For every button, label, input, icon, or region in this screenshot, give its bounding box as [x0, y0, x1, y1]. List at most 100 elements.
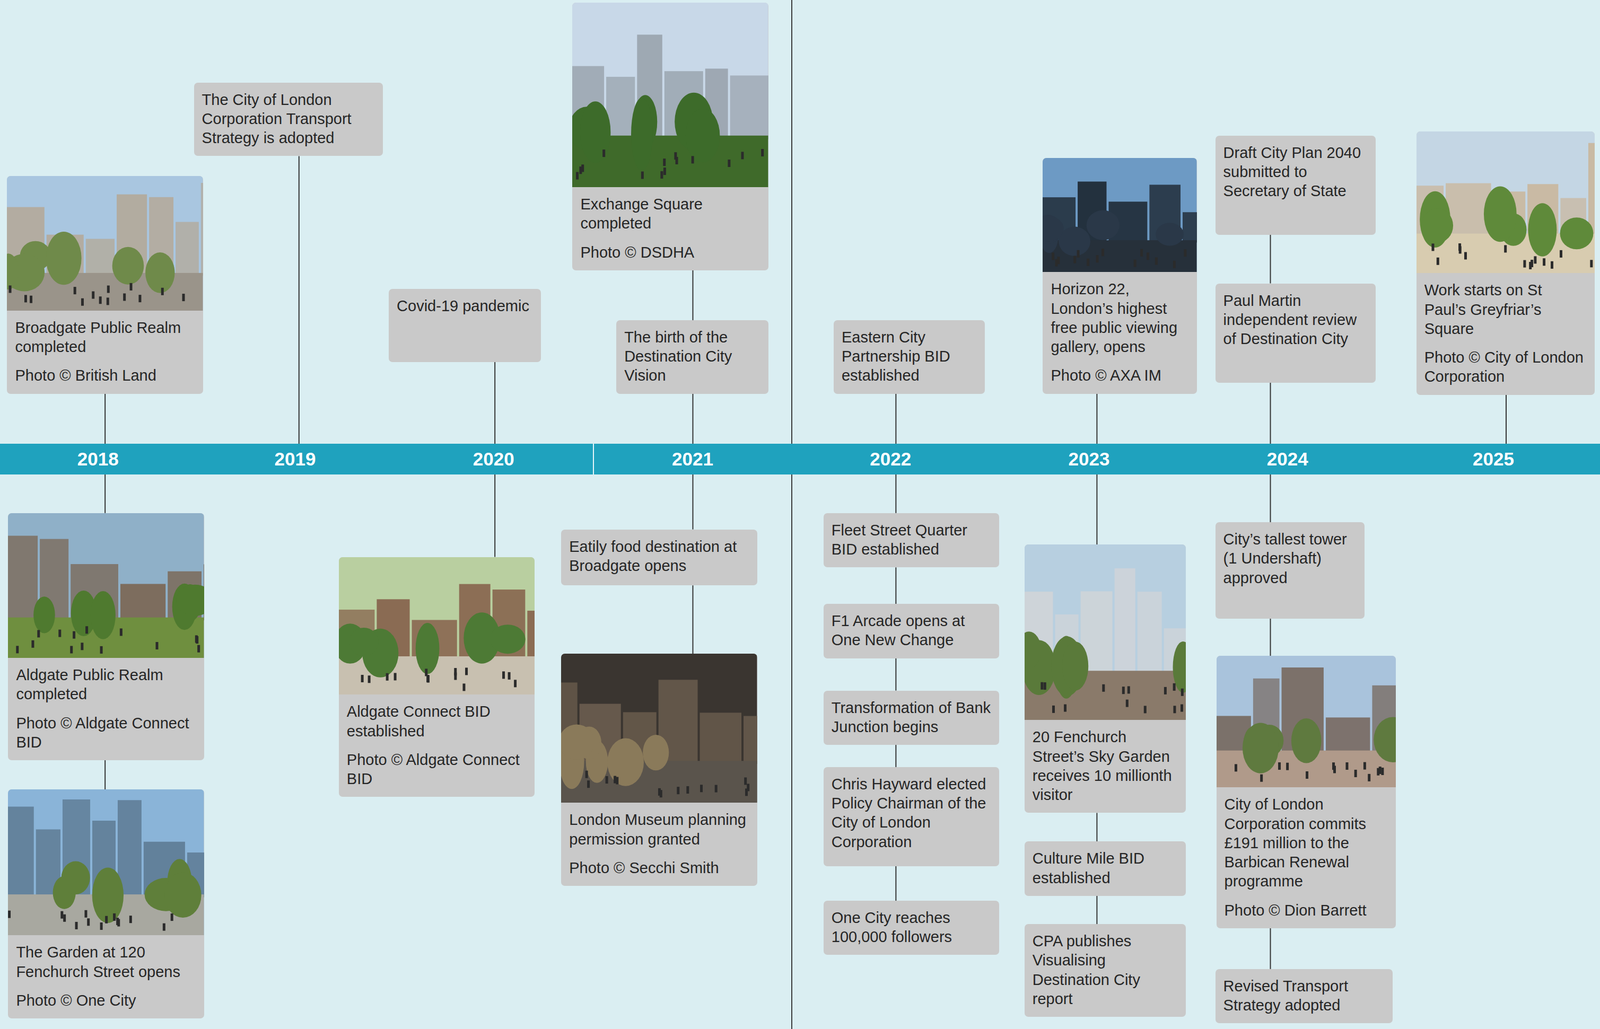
event-text: Revised Transport Strategy adopted	[1215, 976, 1394, 1016]
photo-illustration	[7, 513, 204, 659]
photo-person	[129, 283, 133, 291]
photo-person	[393, 672, 397, 681]
photo-person	[92, 291, 95, 300]
photo-person	[453, 672, 457, 680]
photo-person	[1378, 766, 1381, 775]
event-box: Aldgate Public Realm completedPhoto © Al…	[7, 513, 204, 761]
photo-credit: Photo © One City	[7, 991, 204, 1011]
event-text: Work starts on St Paul’s Greyfriar’s Squ…	[1416, 280, 1596, 339]
photo-person	[1073, 256, 1077, 264]
photo-person	[1559, 250, 1563, 258]
photo-person	[170, 913, 174, 922]
photo-tree	[415, 623, 440, 675]
photo-illustration	[1042, 158, 1197, 273]
year-cell: 2019	[195, 443, 395, 475]
photo-person	[1464, 251, 1467, 260]
photo-tree	[642, 735, 669, 771]
connector-line	[1505, 395, 1507, 444]
photo-tree	[1156, 222, 1185, 246]
photo-person	[663, 167, 667, 176]
event-box: Transformation of Bank Junction begins	[823, 691, 1000, 746]
event-text: CPA publishes Visualising Destination Ci…	[1024, 931, 1186, 1009]
photo-person	[84, 910, 88, 918]
photo-person	[1102, 684, 1105, 693]
photo-tree	[6, 253, 19, 290]
photo-person	[81, 298, 84, 306]
year-label: 2023	[1068, 448, 1110, 470]
photo-person	[1523, 260, 1526, 268]
year-cell: 2018	[0, 443, 196, 475]
event-box: Horizon 22, London’s highest free public…	[1042, 158, 1197, 395]
event-box: City’s tallest tower (1 Undershaft) appr…	[1215, 522, 1365, 619]
connector-line	[1270, 618, 1272, 657]
photo-person	[1181, 688, 1184, 697]
connector-line	[895, 658, 897, 692]
photo-person	[1040, 682, 1044, 690]
photo-person	[100, 646, 103, 654]
event-text: Covid-19 pandemic	[388, 296, 541, 316]
photo-person	[123, 293, 127, 301]
photo-tree	[1172, 641, 1186, 694]
photo-tree	[1290, 718, 1322, 764]
photo-person	[1345, 762, 1349, 771]
photo-person	[195, 635, 198, 643]
photo-building	[1114, 569, 1135, 676]
connector-line	[298, 155, 300, 444]
photo-person	[1146, 252, 1150, 260]
photo-credit: Photo © DSDHA	[572, 242, 768, 262]
photo-person	[116, 917, 120, 926]
event-box: One City reaches 100,000 followers	[823, 901, 1000, 956]
photo-person	[129, 915, 133, 924]
year-cell: 2022	[791, 443, 990, 475]
photo-tree	[685, 108, 720, 163]
event-box: The City of London Corporation Transport…	[194, 82, 383, 157]
year-cell: 2023	[989, 443, 1188, 475]
photo-credit: Photo © AXA IM	[1042, 365, 1197, 386]
connector-line	[895, 394, 897, 444]
event-box: Revised Transport Strategy adopted	[1215, 969, 1394, 1025]
year-label: 2018	[77, 448, 119, 470]
photo-person	[587, 780, 590, 789]
connector-line	[104, 760, 106, 790]
connector-line	[895, 474, 897, 514]
photo-person	[424, 668, 428, 677]
photo-person	[1380, 767, 1384, 776]
photo-person	[197, 644, 201, 653]
photo-building	[85, 239, 115, 276]
photo-person	[99, 296, 102, 304]
connector-line	[494, 474, 496, 558]
photo-sky	[6, 176, 203, 311]
photo-tree	[145, 252, 176, 294]
photo-tree	[164, 872, 202, 918]
photo-person	[602, 149, 606, 157]
photo-person	[745, 789, 748, 797]
photo-person	[1542, 258, 1546, 266]
photo-person	[1052, 252, 1055, 260]
photo-person	[1278, 762, 1281, 771]
photo-person	[72, 631, 76, 639]
photo-person	[1458, 246, 1462, 254]
photo-person	[1436, 257, 1439, 266]
event-box: CPA publishes Visualising Destination Ci…	[1024, 924, 1186, 1018]
photo-person	[106, 297, 110, 305]
photo-credit: Photo © British Land	[6, 365, 203, 386]
photo-person	[1063, 704, 1067, 713]
event-text: The City of London Corporation Transport…	[194, 90, 383, 148]
event-box: Eatily food destination at Broadgate ope…	[561, 529, 757, 587]
photo-tree	[46, 231, 82, 285]
year-label: 2024	[1266, 448, 1309, 470]
photo-person	[1234, 764, 1237, 773]
connector-line	[1270, 928, 1272, 970]
photo-person	[1133, 259, 1137, 268]
photo-person	[1052, 705, 1055, 714]
event-text: One City reaches 100,000 followers	[823, 908, 1000, 948]
photo-person	[605, 776, 609, 784]
event-text: Exchange Square completed	[572, 194, 768, 234]
event-box: The birth of the Destination City Vision	[616, 320, 769, 395]
event-box: Culture Mile BID established	[1024, 841, 1186, 897]
photo-tree	[580, 101, 611, 163]
connector-line	[1096, 896, 1098, 925]
photo-person	[616, 777, 619, 785]
photo-tree	[348, 627, 379, 657]
year-cell: 2021	[592, 443, 792, 475]
